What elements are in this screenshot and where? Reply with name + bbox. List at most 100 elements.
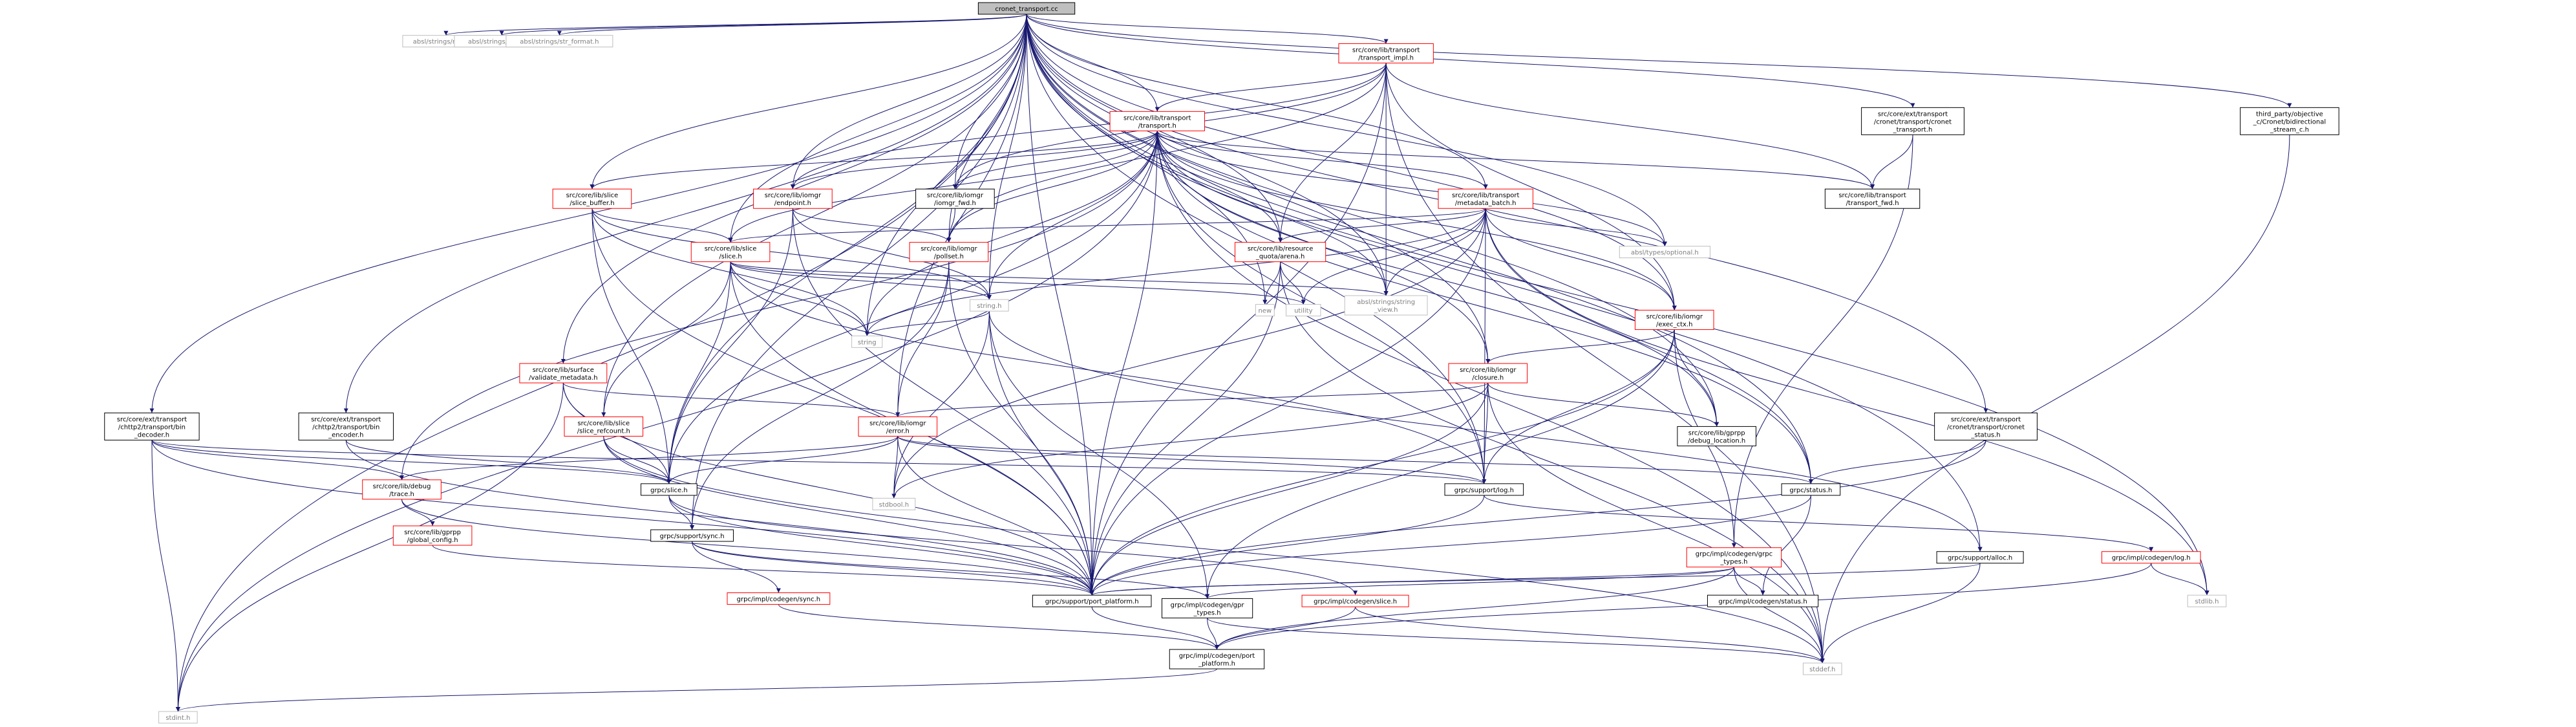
edge-transport_impl-to-quota_arena <box>1278 63 1387 243</box>
node-box <box>362 479 442 500</box>
edge-grpc_slice-to-port_platform <box>668 495 1094 596</box>
node-support_alloc[interactable]: grpc/support/alloc.h <box>1936 551 2024 564</box>
node-transport_impl[interactable]: src/core/lib/transport/transport_impl.h <box>1338 43 1434 63</box>
node-box <box>1802 662 1842 675</box>
edge-gpr_types-to-stddef <box>1207 618 1825 664</box>
node-codegen_status[interactable]: grpc/impl/codegen/status.h <box>1707 594 1819 607</box>
node-codegen_log[interactable]: grpc/impl/codegen/log.h <box>2101 551 2201 564</box>
node-grpc_status[interactable]: grpc/status.h <box>1781 483 1841 496</box>
node-box <box>1934 412 2038 440</box>
edge-transport_h-to-slice_h <box>728 131 1158 243</box>
node-label: /transport_impl.h <box>1358 54 1414 61</box>
node-grpc_types[interactable]: grpc/impl/codegen/grpc_types.h <box>1686 547 1782 568</box>
node-cronet_status[interactable]: src/core/ext/transport/cronet/transport/… <box>1934 412 2038 440</box>
node-label: grpc/impl/codegen/sync.h <box>737 596 821 603</box>
node-gpr_types[interactable]: grpc/impl/codegen/gpr_types.h <box>1161 598 1253 618</box>
edge-root-to-transport_impl <box>1026 14 1389 44</box>
node-quota_arena[interactable]: src/core/lib/resource_quota/arena.h <box>1235 242 1326 263</box>
node-grpc_slice[interactable]: grpc/slice.h <box>641 483 697 496</box>
edge-support_alloc-to-stddef <box>1820 563 1981 664</box>
node-debug_location[interactable]: src/core/lib/gprpp/debug_location.h <box>1677 426 1756 446</box>
node-codegen_port_platform[interactable]: grpc/impl/codegen/port_platform.h <box>1169 649 1265 669</box>
node-iomgr_fwd[interactable]: src/core/lib/iomgr/iomgr_fwd.h <box>915 188 995 209</box>
edge-transport_h-to-string_h <box>986 131 1158 300</box>
node-label: src/core/lib/transport <box>1123 114 1191 122</box>
node-slice_refcount[interactable]: src/core/lib/slice/slice_refcount.h <box>564 416 644 437</box>
node-global_config[interactable]: src/core/lib/gprpp/global_config.h <box>392 525 473 546</box>
node-optional: absl/types/optional.h <box>1619 246 1710 259</box>
node-box <box>1677 426 1756 446</box>
node-slice_h[interactable]: src/core/lib/slice/slice.h <box>690 242 771 263</box>
edge-root-to-transport_h <box>1026 14 1160 112</box>
node-box <box>727 592 831 605</box>
edge-slice_h-to-grpc_slice <box>666 261 731 484</box>
edge-codegen_sync-to-codegen_port_platform <box>778 604 1219 650</box>
node-box <box>2101 551 2201 564</box>
node-label: src/core/ext/transport <box>117 416 187 423</box>
node-transport_fwd[interactable]: src/core/lib/transport/transport_fwd.h <box>1824 188 1921 209</box>
node-slice_buffer[interactable]: src/core/lib/slice/slice_buffer.h <box>552 188 632 209</box>
edge-error_h-to-grpc_status <box>897 436 1813 484</box>
node-metadata_batch[interactable]: src/core/lib/transport/metadata_batch.h <box>1438 188 1533 209</box>
edge-metadata_batch-to-quota_arena <box>1278 208 1486 243</box>
node-support_log[interactable]: grpc/support/log.h <box>1444 483 1524 496</box>
node-label: /transport_fwd.h <box>1846 200 1899 207</box>
node-box <box>1686 547 1782 568</box>
edge-chttp2_decoder-to-debug_trace <box>151 440 404 480</box>
node-box <box>1286 304 1321 317</box>
edge-transport_h-to-stdint <box>175 131 1158 712</box>
edge-transport_h-to-grpc_slice <box>666 131 1158 484</box>
node-label: /exec_ctx.h <box>1656 321 1692 329</box>
node-box <box>2187 594 2227 607</box>
node-endpoint[interactable]: src/core/lib/iomgr/endpoint.h <box>753 188 833 209</box>
node-port_platform[interactable]: grpc/support/port_platform.h <box>1032 594 1152 607</box>
edge-closure-to-port_platform <box>1089 382 1489 596</box>
node-codegen_slice[interactable]: grpc/impl/codegen/slice.h <box>1301 594 1409 607</box>
node-label: /chttp2/transport/bin <box>118 424 186 431</box>
node-pollset[interactable]: src/core/lib/iomgr/pollset.h <box>909 242 989 263</box>
node-label: _c/Cronet/bidirectional <box>2253 118 2326 125</box>
edge-slice_buffer-to-string_h <box>591 208 992 300</box>
node-transport_h[interactable]: src/core/lib/transport/transport.h <box>1109 111 1205 131</box>
node-new: new <box>1255 304 1275 317</box>
edge-transport_impl-to-exec_ctx <box>1385 63 1677 310</box>
node-label: /global_config.h <box>407 537 458 544</box>
node-label: /error.h <box>886 428 910 435</box>
node-closure[interactable]: src/core/lib/iomgr/closure.h <box>1448 363 1528 384</box>
node-cronet_transport_h[interactable]: src/core/ext/transport/cronet/transport/… <box>1861 107 1964 135</box>
edge-grpc_slice-to-support_sync <box>668 495 695 530</box>
node-exec_ctx[interactable]: src/core/lib/iomgr/exec_ctx.h <box>1634 310 1714 331</box>
node-validate_metadata[interactable]: src/core/lib/surface/validate_metadata.h <box>519 363 608 384</box>
edge-slice_h-to-string_view <box>730 261 1389 296</box>
edge-root-to-endpoint <box>790 14 1027 190</box>
node-box <box>1634 310 1714 331</box>
node-box <box>298 412 394 440</box>
node-utility: utility <box>1286 304 1321 317</box>
edge-transport_h-to-transport_fwd <box>1156 131 1875 190</box>
node-chttp2_decoder[interactable]: src/core/ext/transport/chttp2/transport/… <box>104 412 200 440</box>
node-label: src/core/lib/transport <box>1838 192 1906 199</box>
node-support_sync[interactable]: grpc/support/sync.h <box>650 529 734 542</box>
edge-chttp2_encoder-to-port_platform <box>345 440 1094 596</box>
node-label: _stream_c.h <box>2270 126 2309 133</box>
edge-chttp2_encoder-to-grpc_slice <box>345 440 672 484</box>
node-bidi_stream[interactable]: third_party/objective_c/Cronet/bidirecti… <box>2240 107 2339 135</box>
node-root[interactable]: cronet_transport.cc <box>977 2 1076 15</box>
node-label: src/core/lib/slice <box>566 192 619 199</box>
node-box <box>851 335 883 348</box>
nodes-layer: cronet_transport.ccabsl/strings/match.ha… <box>104 2 2339 724</box>
node-box <box>872 497 916 510</box>
edge-support_sync-to-codegen_sync <box>692 541 781 593</box>
edge-metadata_batch-to-optional <box>1485 208 1667 246</box>
node-label: /closure.h <box>1472 374 1504 382</box>
node-codegen_sync[interactable]: grpc/impl/codegen/sync.h <box>727 592 831 605</box>
edge-pollset-to-port_platform <box>948 261 1094 596</box>
node-debug_trace[interactable]: src/core/lib/debug/trace.h <box>362 479 442 500</box>
edge-transport_impl-to-endpoint <box>790 63 1387 190</box>
node-box <box>519 363 608 384</box>
node-chttp2_encoder[interactable]: src/core/ext/transport/chttp2/transport/… <box>298 412 394 440</box>
node-label: grpc/slice.h <box>650 487 688 494</box>
node-error_h[interactable]: src/core/lib/iomgr/error.h <box>858 416 938 437</box>
edge-root-to-slice_h <box>728 14 1027 243</box>
edge-slice_h-to-support_log <box>730 261 1487 484</box>
